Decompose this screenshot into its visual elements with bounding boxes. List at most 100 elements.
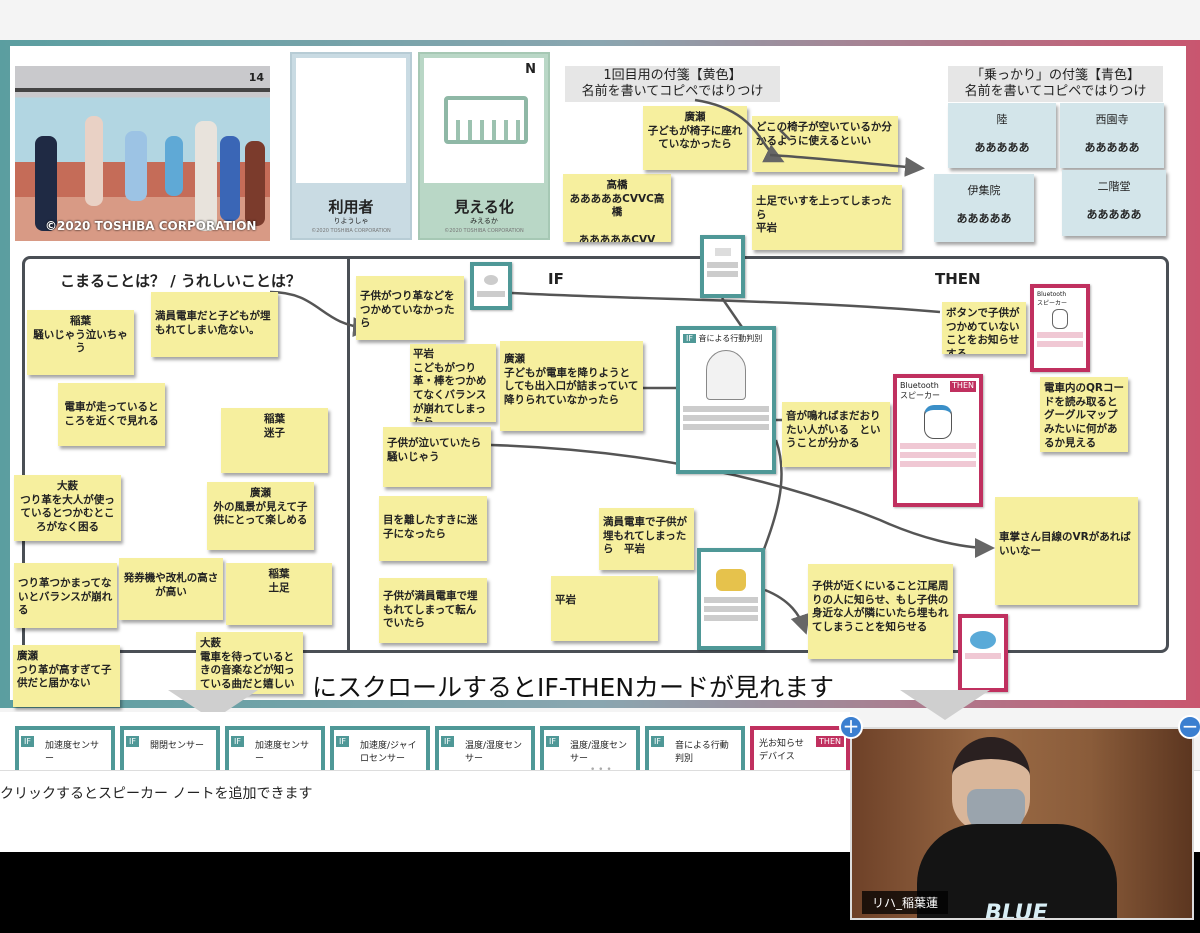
if-heading: IF: [548, 270, 564, 288]
note-text: あああああ: [956, 212, 1012, 226]
arrow: [758, 439, 783, 561]
card-tag: THEN: [816, 736, 844, 747]
if-card-small[interactable]: [470, 262, 512, 310]
card-title: 音による行動判別: [698, 334, 763, 343]
card-tag: IF: [336, 736, 349, 747]
arrow: [490, 443, 995, 558]
thumbnail-card[interactable]: IF 加速度センサー: [15, 726, 115, 772]
note-author: 二階堂: [1097, 180, 1131, 193]
sticky-note[interactable]: 子供が泣いていたら騒いじゃう: [383, 427, 491, 487]
sticky-note[interactable]: 平岩: [551, 576, 658, 641]
arrow: [764, 588, 810, 635]
sticky-note[interactable]: 廣瀬 子どもが椅子に座れていなかったら: [643, 106, 747, 170]
yellow-note-header: 1回目用の付箋【黄色】 名前を書いてコピペではりつけ: [565, 66, 780, 102]
participant-video[interactable]: BLUE リハ_稲葉蓮: [850, 727, 1194, 920]
sticky-note[interactable]: 車掌さん目線のVRがあればいいなー: [995, 497, 1138, 605]
sticky-note[interactable]: 大薮 つり革を大人が使っているとつかむところがなく困る: [14, 475, 121, 541]
arrow: [269, 290, 373, 338]
thumbnail-card[interactable]: IF 開閉センサー: [120, 726, 220, 772]
person-body: [917, 824, 1117, 918]
sticky-note[interactable]: 大薮 電車を待っているときの音楽などが知っている曲だと嬉しい: [196, 632, 303, 694]
scroll-caption: にスクロールするとIF-THENカードが見れます: [312, 673, 835, 702]
sticky-note[interactable]: 発券機や改札の高さが高い: [119, 558, 223, 620]
arrow: [769, 153, 925, 177]
resize-handle[interactable]: • • •: [590, 765, 612, 775]
zoom-out-button[interactable]: −: [1178, 715, 1200, 739]
card-title: Bluetooth スピーカー: [900, 381, 940, 400]
sticky-note[interactable]: 廣瀬 つり革が高すぎて子供だと届かない: [13, 645, 120, 707]
sticky-note[interactable]: 音が鳴ればまだおりたい人がいる ということが分かる: [782, 402, 890, 467]
blue-note[interactable]: 陸あああああ: [948, 103, 1056, 168]
person-illustration: [706, 350, 746, 400]
note-author: 西園寺: [1095, 113, 1129, 126]
blue-note[interactable]: 二階堂あああああ: [1062, 170, 1166, 236]
card-title: Bluetooth スピーカー: [1037, 291, 1068, 307]
card-tag: IF: [546, 736, 559, 747]
then-card-small[interactable]: Bluetooth スピーカー: [1030, 284, 1090, 372]
card-copyright: ©2020 TOSHIBA CORPORATION: [444, 228, 524, 234]
blue-note[interactable]: 伊集院あああああ: [934, 174, 1034, 242]
card-tag: IF: [126, 736, 139, 747]
if-then-board: [22, 256, 1169, 653]
if-card-sound-detection[interactable]: IF 音による行動判別: [676, 326, 776, 474]
card-tag: IF: [651, 736, 664, 747]
note-author: 陸: [996, 113, 1008, 126]
card-tag: THEN: [950, 381, 976, 392]
then-card-bluetooth-speaker[interactable]: Bluetooth スピーカー THEN: [893, 374, 983, 507]
zoom-in-button[interactable]: +: [839, 715, 863, 739]
sticky-note[interactable]: 目を離したすきに迷子になったら: [379, 496, 487, 561]
sticky-note[interactable]: 土足でいすを上ってしまったら 平岩: [752, 185, 902, 250]
card-tag: IF: [683, 334, 696, 343]
thumbnail-card[interactable]: IF 加速度センサー: [225, 726, 325, 772]
speaker-icon: [924, 405, 952, 439]
sticky-note[interactable]: 子供が近くにいること江尾周りの人に知らせ、もし子供の身近な人が隣にいたら埋もれて…: [808, 564, 953, 659]
card-reading: みえるか: [470, 217, 498, 225]
note-author: 伊集院: [967, 184, 1001, 197]
thumbnail-card[interactable]: IF 温度/湿度センサー: [435, 726, 535, 772]
if-card-small[interactable]: [700, 235, 745, 298]
arrow: [779, 129, 791, 141]
sticky-note[interactable]: 子供がつり革などをつかめていなかったら: [356, 276, 464, 340]
card-label: 加速度センサー: [255, 741, 310, 764]
sticky-note[interactable]: 平岩 こどもがつり革・棒をつかめてなくバランスが崩れてしまったら: [410, 344, 496, 422]
sticky-note[interactable]: つり革つかまってないとバランスが崩れる: [14, 563, 117, 628]
sticky-note[interactable]: 電車が走っているところを近くで見れる: [58, 383, 165, 446]
blue-note[interactable]: 西園寺あああああ: [1060, 103, 1164, 168]
card-tag: IF: [231, 736, 244, 747]
sticky-note[interactable]: 満員電車で子供が埋もれてしまったら 平岩: [599, 508, 694, 570]
sticky-note[interactable]: 高橋 あああああCVVC高橋 あああああCVV: [563, 174, 671, 242]
slide-number: 14: [248, 71, 264, 84]
speaker-notes-placeholder[interactable]: クリックするとスピーカー ノートを追加できます: [0, 786, 313, 802]
card-tag: IF: [21, 736, 34, 747]
card-label: 温度/湿度センサー: [465, 741, 523, 764]
card-label: 音による行動判別: [675, 741, 729, 764]
card-copyright: ©2020 TOSHIBA CORPORATION: [311, 228, 391, 234]
sticky-note[interactable]: 稲葉 迷子: [221, 408, 328, 473]
down-arrow-icon: [900, 690, 990, 720]
participant-name-label: リハ_稲葉蓮: [862, 891, 949, 914]
card-label: 加速度/ジャイロセンサー: [360, 741, 417, 764]
card-tag: IF: [441, 736, 454, 747]
then-card-small[interactable]: [958, 614, 1008, 692]
thumbnail-card[interactable]: IF 加速度/ジャイロセンサー: [330, 726, 430, 772]
card-users: 利用者 りようしゃ ©2020 TOSHIBA CORPORATION: [290, 52, 412, 240]
arrow: [694, 98, 785, 163]
sticky-note[interactable]: 稲葉 土足: [226, 563, 332, 625]
arrow: [720, 297, 746, 331]
sticky-note[interactable]: 電車内のQRコードを読み取るとグーグルマップみたいに何があるか見える: [1040, 377, 1128, 452]
card-label: 開閉センサー: [150, 741, 205, 751]
sticky-note[interactable]: 満員電車だと子どもが埋もれてしまい危ない。: [151, 292, 278, 357]
card-label: 加速度センサー: [45, 741, 100, 764]
sticky-note[interactable]: ボタンで子供がつかめていないことをお知らせする: [942, 302, 1026, 354]
sticky-note[interactable]: 廣瀬 外の風景が見えて子供にとって楽しめる: [207, 482, 314, 550]
sticky-note[interactable]: 廣瀬 子どもが電車を降りようとしても出入口が詰まっていて降りられていなかったら: [500, 341, 643, 431]
sticky-note[interactable]: 子供が満員電車で埋もれてしまって転んでいたら: [379, 578, 487, 643]
then-heading: THEN: [935, 270, 981, 288]
sticky-note[interactable]: 稲葉 騒いじゃう泣いちゃう: [27, 310, 134, 375]
if-card-fall-detection[interactable]: [697, 548, 765, 650]
thumbnail-card[interactable]: IF 音による行動判別: [645, 726, 745, 772]
left-heading: こまることは？ / うれしいことは？: [60, 272, 301, 290]
